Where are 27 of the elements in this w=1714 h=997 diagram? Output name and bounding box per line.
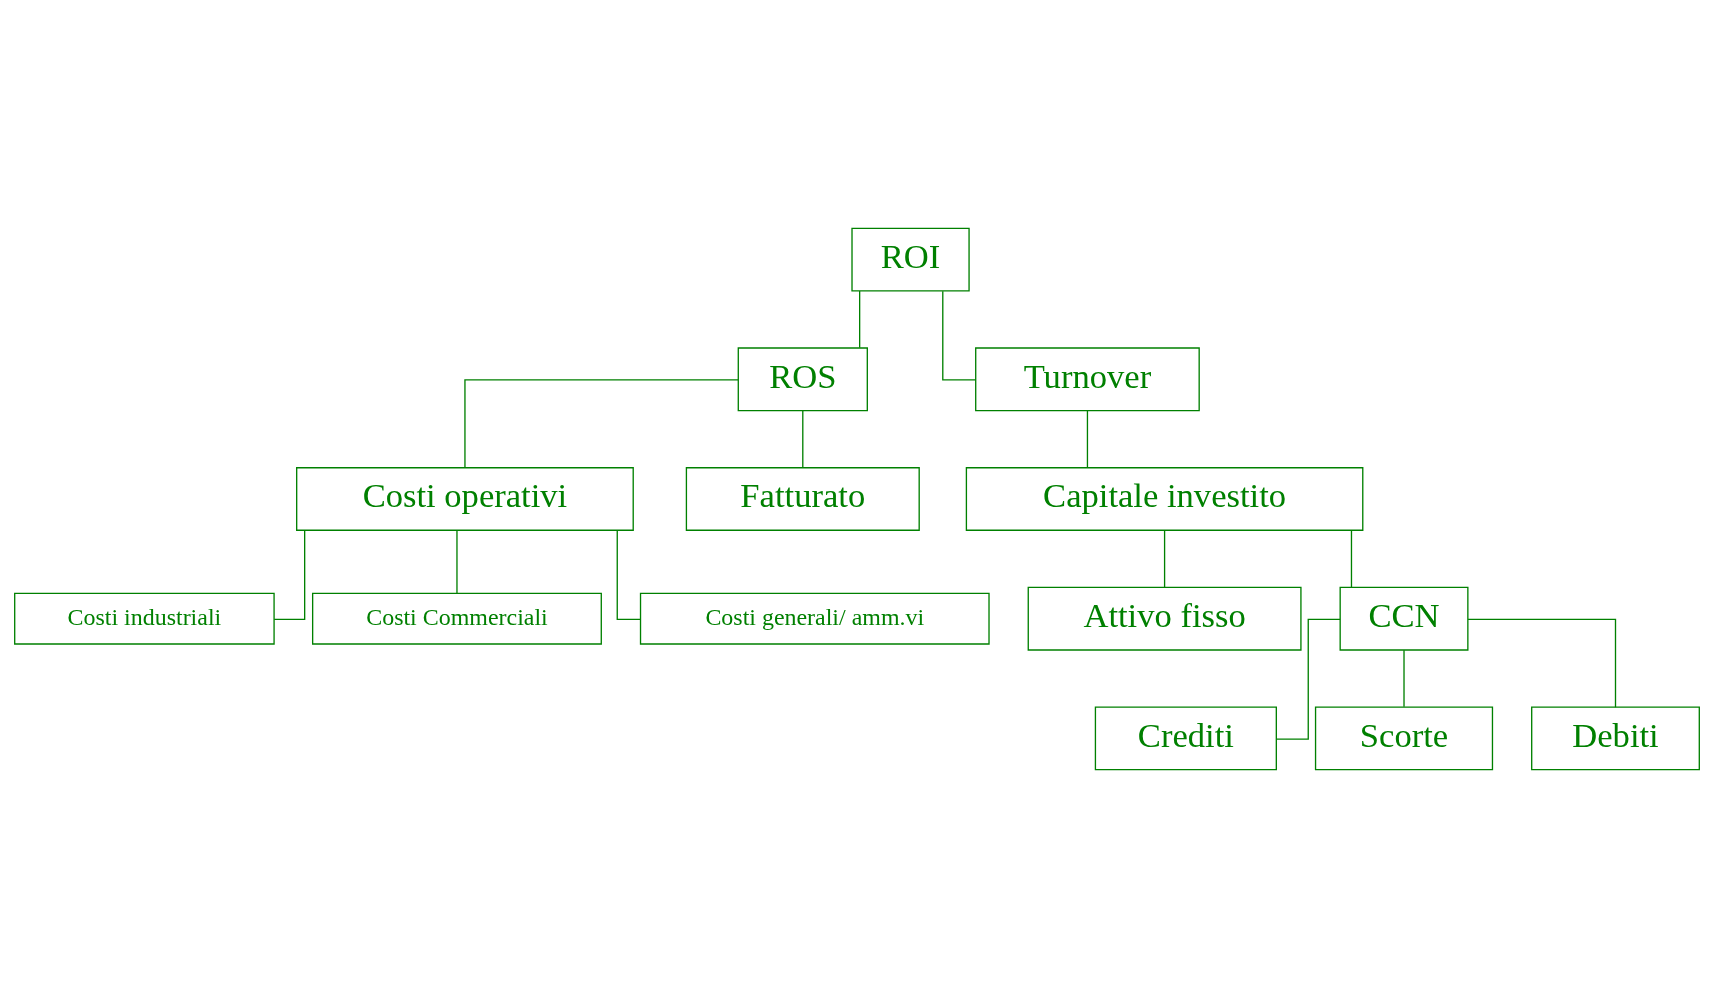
connector bbox=[1163, 529, 1166, 588]
node-box: Turnover bbox=[975, 346, 1200, 411]
node-box: Costi Commerciali bbox=[312, 592, 602, 645]
node-box: Crediti bbox=[1094, 706, 1277, 770]
connector bbox=[859, 289, 861, 348]
node-box: ROI bbox=[851, 227, 970, 291]
node-box: Costi generali/ amm.vi bbox=[639, 592, 990, 645]
node-box: CCN bbox=[1339, 586, 1469, 651]
connector bbox=[1086, 409, 1089, 468]
connector bbox=[942, 290, 977, 381]
connector bbox=[1403, 649, 1405, 707]
node-box: Attivo fisso bbox=[1027, 586, 1302, 651]
connector bbox=[464, 378, 739, 468]
node-box: Fatturato bbox=[685, 466, 920, 531]
node-box: Costi industriali bbox=[14, 592, 275, 645]
connector bbox=[273, 529, 306, 620]
connector bbox=[1350, 529, 1353, 588]
connector bbox=[1276, 618, 1341, 740]
node-box: Debiti bbox=[1531, 706, 1700, 770]
node-box: Costi operativi bbox=[296, 466, 634, 531]
connector bbox=[616, 529, 641, 620]
connector bbox=[456, 529, 458, 594]
node-box: Capitale investito bbox=[965, 466, 1364, 531]
node-box: ROS bbox=[737, 346, 868, 411]
node-box: Scorte bbox=[1314, 706, 1494, 770]
connector bbox=[1467, 618, 1617, 708]
connector bbox=[802, 409, 804, 468]
